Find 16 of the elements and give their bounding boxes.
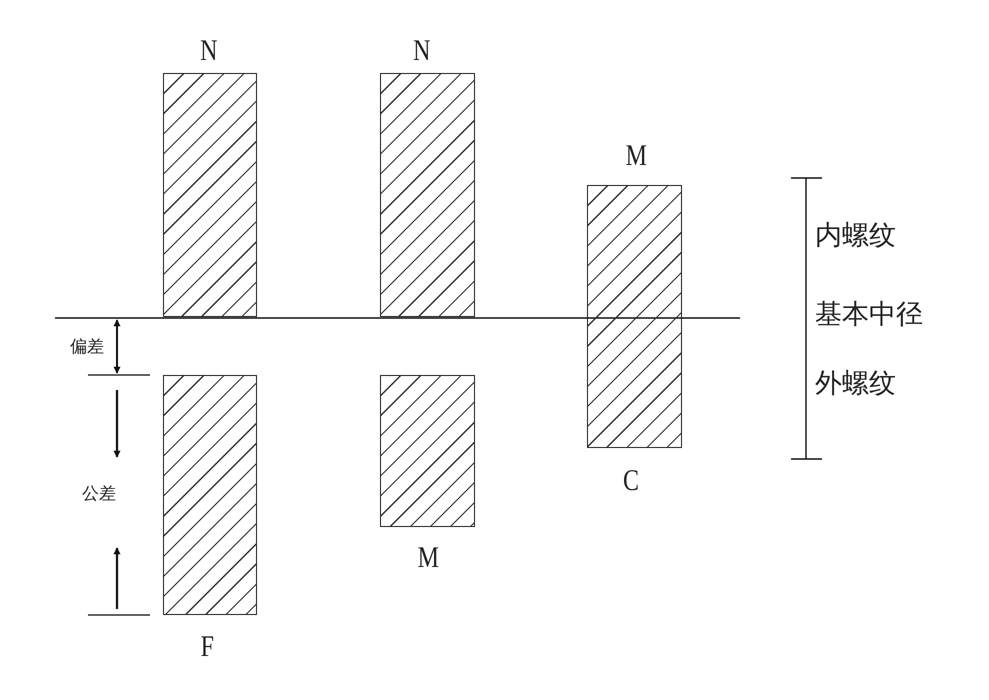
- hatched-bar: [163, 73, 257, 317]
- hatched-bar: [587, 185, 682, 448]
- zone-label: 外螺纹: [815, 370, 896, 397]
- zone-letter: N: [200, 36, 218, 66]
- zone-letter: N: [413, 36, 430, 66]
- zone-letter: F: [200, 632, 214, 662]
- hatched-bar: [163, 375, 257, 615]
- hatched-bar: [380, 73, 475, 317]
- zone-letter: M: [418, 543, 440, 573]
- dimension-label: 公差: [82, 486, 116, 503]
- zone-letter: M: [626, 141, 648, 171]
- zone-label: 内螺纹: [815, 222, 896, 249]
- dimension-label: 偏差: [70, 339, 104, 356]
- hatched-bar: [380, 375, 475, 527]
- zone-label: 基本中径: [815, 301, 923, 328]
- zone-letter: C: [623, 466, 640, 496]
